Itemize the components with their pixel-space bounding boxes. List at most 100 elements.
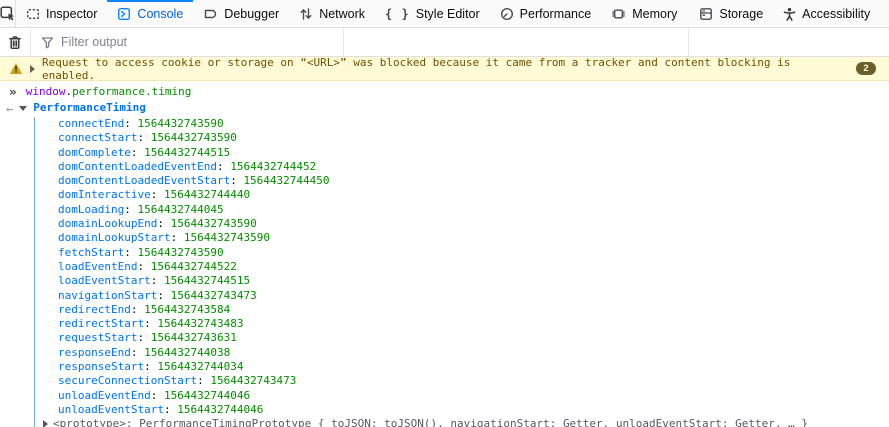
tabbar-overflow-button[interactable]: [880, 0, 889, 27]
property-colon: :: [144, 317, 158, 331]
property-colon: :: [130, 145, 145, 159]
object-class-name: PerformanceTiming: [33, 101, 146, 115]
property-name: loadEventEnd: [58, 259, 138, 273]
tab-label: Network: [319, 6, 366, 21]
property-value: 1564432743590: [183, 231, 270, 245]
property-value: 1564432744046: [177, 402, 264, 416]
property-row: responseStart: 1564432744034: [35, 360, 889, 374]
collapse-object-caret[interactable]: [19, 106, 28, 111]
property-name: domContentLoadedEventStart: [58, 174, 231, 188]
property-name: redirectStart: [58, 317, 145, 331]
property-row: navigationStart: 1564432743473: [35, 289, 889, 303]
property-row: requestStart: 1564432743631: [35, 331, 889, 345]
property-name: domainLookupStart: [58, 231, 171, 245]
tab-memory[interactable]: Memory: [601, 0, 687, 27]
property-colon: :: [130, 345, 145, 359]
tab-label: Debugger: [224, 6, 280, 21]
property-row: domComplete: 1564432744515: [35, 146, 889, 160]
tab-debugger[interactable]: Debugger: [193, 0, 289, 27]
property-value: 1564432743590: [137, 117, 224, 130]
tab-storage[interactable]: Storage: [689, 0, 773, 27]
property-colon: :: [130, 302, 145, 316]
property-row: domainLookupEnd: 1564432743590: [35, 217, 889, 231]
property-value: 1564432744038: [144, 345, 231, 359]
console-filter-bar: [0, 28, 889, 57]
tab-console[interactable]: Console: [107, 0, 194, 27]
property-value: 1564432743584: [144, 302, 231, 316]
prototype-label: <prototype>:: [53, 417, 140, 427]
property-colon: :: [230, 174, 244, 188]
property-row: domInteractive: 1564432744440: [35, 188, 889, 202]
property-value: 1564432743483: [157, 317, 244, 331]
property-name: domContentLoadedEventEnd: [58, 159, 217, 173]
clear-console-button[interactable]: [0, 28, 31, 56]
property-value: 1564432743590: [137, 245, 224, 259]
debugger-icon: [203, 7, 218, 21]
tab-style-editor[interactable]: { } Style Editor: [375, 0, 490, 27]
tab-label: Inspector: [46, 6, 98, 21]
property-colon: :: [144, 360, 158, 374]
prototype-row: <prototype>: PerformanceTimingPrototype …: [35, 417, 889, 427]
tab-performance[interactable]: Performance: [490, 0, 602, 27]
property-colon: :: [150, 274, 164, 288]
property-value: 1564432744515: [144, 145, 231, 159]
tab-label: Storage: [719, 6, 764, 21]
tab-network[interactable]: Network: [289, 0, 375, 27]
warning-triangle-icon: [9, 62, 23, 75]
tab-label: Performance: [519, 6, 592, 21]
filter-input-wrap: [31, 35, 889, 49]
token-variable: window: [25, 85, 66, 98]
console-icon: [117, 7, 131, 21]
property-colon: :: [163, 402, 178, 416]
property-value: 1564432744046: [163, 388, 251, 402]
property-value: 1564432744034: [157, 360, 244, 374]
trash-icon: [8, 35, 22, 50]
property-colon: :: [137, 331, 151, 345]
property-name: responseEnd: [58, 345, 131, 359]
performance-icon: [500, 7, 514, 21]
warning-count-badge: 2: [856, 62, 876, 75]
style-editor-icon: { }: [385, 6, 410, 21]
console-warning-message: Request to access cookie or storage on “…: [0, 56, 889, 82]
property-name: secureConnectionStart: [58, 374, 198, 388]
property-row: redirectStart: 1564432743483: [35, 317, 889, 331]
property-row: fetchStart: 1564432743590: [35, 246, 889, 260]
property-colon: :: [197, 374, 211, 388]
console-input-echo-row: » window.performance.timing: [0, 83, 889, 100]
expand-prototype-caret[interactable]: [43, 420, 48, 427]
tab-accessibility[interactable]: Accessibility: [773, 0, 880, 27]
property-row: secureConnectionStart: 1564432743473: [35, 374, 889, 388]
tab-label: Style Editor: [415, 6, 480, 21]
property-value: 1564432743590: [170, 217, 257, 231]
devtools-tabbar: Inspector Console Debugger Network { } S…: [0, 0, 889, 28]
property-row: connectStart: 1564432743590: [35, 131, 889, 145]
property-name: domainLookupEnd: [58, 217, 158, 231]
expand-warning-caret[interactable]: [30, 64, 35, 73]
filter-output-input[interactable]: [61, 35, 889, 49]
filterbar-separator: [688, 28, 689, 56]
property-colon: :: [137, 259, 151, 273]
input-prompt-icon: »: [9, 84, 17, 99]
pick-element-button[interactable]: [0, 0, 16, 27]
result-reply-arrow-icon: ←: [6, 101, 14, 116]
tab-inspector[interactable]: Inspector: [16, 0, 107, 27]
property-name: connectEnd: [58, 117, 125, 130]
property-name: redirectEnd: [58, 302, 131, 316]
property-value: 1564432743590: [150, 131, 237, 145]
property-value: 1564432743473: [210, 374, 297, 388]
property-row: domContentLoadedEventStart: 156443274445…: [35, 174, 889, 188]
property-row: connectEnd: 1564432743590: [35, 117, 889, 131]
token-dot: .: [65, 85, 73, 98]
property-value: 1564432744450: [243, 174, 330, 188]
tab-label: Memory: [632, 6, 678, 21]
property-row: domLoading: 1564432744045: [35, 203, 889, 217]
evaluated-expression: window.performance.timing: [26, 85, 192, 98]
property-name: requestStart: [58, 331, 138, 345]
accessibility-icon: [783, 7, 796, 21]
network-icon: [299, 7, 313, 21]
pick-element-icon: [0, 6, 15, 21]
property-colon: :: [157, 217, 171, 231]
filterbar-separator: [343, 28, 344, 56]
